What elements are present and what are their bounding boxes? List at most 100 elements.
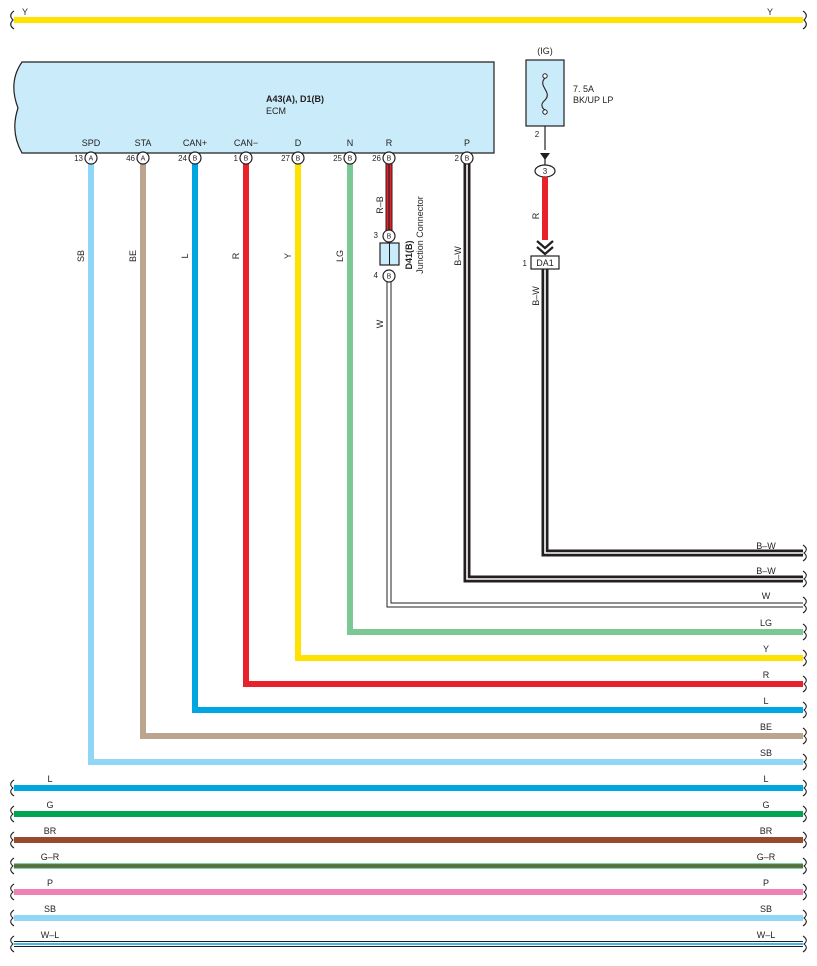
junction-circle-bottom <box>382 269 396 283</box>
pin-connector-letter-5: B <box>348 156 353 163</box>
da1-chevron-icon <box>536 240 554 256</box>
bus-label-g-left: G <box>46 800 53 810</box>
fuse-name: BK/UP LP <box>573 95 613 105</box>
top-bus-label-left: Y <box>22 7 28 17</box>
wire-b-w-da1-outline <box>541 269 803 557</box>
break-mark-icon-5 <box>802 675 807 693</box>
junction-name: D41(B) <box>404 240 414 269</box>
fuse-icon <box>541 77 548 111</box>
right-label-b-w-2: B–W <box>756 566 776 576</box>
wire-label-spd: SB <box>76 250 86 262</box>
pin-connector-4 <box>291 151 305 165</box>
break-mark-icon-3 <box>802 623 807 641</box>
bus-label-g-r-right: G–R <box>757 852 776 862</box>
pin-connector-3 <box>239 151 253 165</box>
right-label-w: W <box>762 591 771 601</box>
right-edge-breaks <box>802 544 807 771</box>
wire-y-d <box>295 158 803 661</box>
wire-b-w-p-core <box>464 158 803 582</box>
break-mark-icon-2 <box>802 596 807 614</box>
terminal-can-minus: CAN− <box>234 138 258 148</box>
terminal-can-plus: CAN+ <box>183 138 207 148</box>
bus-label-w-l-right: W–L <box>757 930 776 940</box>
bus-break-right-icon-4 <box>802 883 807 901</box>
da1-pin-number: 1 <box>523 259 528 268</box>
terminal-sta: STA <box>135 138 152 148</box>
bus-label-sb-right: SB <box>760 904 772 914</box>
pin-connector-letter-0: A <box>89 156 94 163</box>
fuse-component: (IG) 7. 5A BK/UP LP 2 3 <box>525 46 613 178</box>
wire-be-sta <box>140 158 803 739</box>
top-bus-label-right: Y <box>767 7 773 17</box>
wire-color-labels: SB BE L R Y LG R–B B–W W R B–W <box>76 196 541 328</box>
wire-r-can-minus-core <box>243 158 803 687</box>
junction-pin-top: 3 <box>374 231 379 240</box>
pin-connector-7 <box>460 151 474 165</box>
da1-name: DA1 <box>536 258 554 268</box>
fuse-terminal-bottom <box>542 109 548 115</box>
right-label-sb: SB <box>760 748 772 758</box>
bus-break-left-icon-6 <box>10 935 15 953</box>
junction-circle-top-letter: B <box>387 234 392 241</box>
fuse-output-pin: 3 <box>543 167 548 176</box>
pin-connector-2 <box>188 151 202 165</box>
pin-connector-letter-2: B <box>193 156 198 163</box>
bus-break-left-icon-0 <box>10 779 15 797</box>
right-label-l: L <box>763 696 768 706</box>
bus-break-left-icon-1 <box>10 805 15 823</box>
pin-number-4: 27 <box>281 154 290 163</box>
pin-number-3: 1 <box>234 154 239 163</box>
wire-b-w-da1 <box>541 269 803 557</box>
fuse-rating: 7. 5A <box>573 84 594 94</box>
pin-number-1: 46 <box>126 154 135 163</box>
bus-label-p-right: P <box>763 878 769 888</box>
pin-connector-6 <box>382 151 396 165</box>
bus-label-p-left: P <box>47 878 53 888</box>
ecm-subtitle: ECM <box>266 106 286 116</box>
terminal-n: N <box>347 138 354 148</box>
wire-r-can-minus <box>243 158 803 687</box>
wire-label-can-plus: L <box>180 253 190 258</box>
wire-y-d-core <box>295 158 803 661</box>
wire-sb-spd-core <box>88 158 803 765</box>
fuse-group-label: (IG) <box>537 46 553 56</box>
fuse-box <box>525 59 565 127</box>
pin-connector-letter-4: B <box>296 156 301 163</box>
wire-w-jc-core <box>387 276 803 607</box>
da1-box <box>530 255 560 270</box>
bus-label-sb-left: SB <box>44 904 56 914</box>
pin-number-6: 26 <box>372 154 381 163</box>
break-left-icon <box>10 10 15 30</box>
wire-label-jc-out: W <box>375 319 385 328</box>
bus-break-left-icon-5 <box>10 909 15 927</box>
fuse-output-arrow-icon <box>540 153 550 160</box>
pin-connector-1 <box>136 151 150 165</box>
pin-number-5: 25 <box>333 154 342 163</box>
ecm-component: A43(A), D1(B) ECM <box>13 61 495 154</box>
bus-break-left-icon-4 <box>10 883 15 901</box>
wire-b-w-p-stripe <box>466 158 803 580</box>
break-mark-icon-0 <box>802 544 807 562</box>
right-label-y: Y <box>763 644 769 654</box>
pin-number-7: 2 <box>455 154 460 163</box>
bottom-buses <box>10 779 807 953</box>
bus-break-left-icon-2 <box>10 831 15 849</box>
right-edge-labels: B–W B–W W LG Y R L BE SB <box>756 541 776 758</box>
terminal-spd: SPD <box>82 138 101 148</box>
pin-connector-letter-1: A <box>141 156 146 163</box>
fuse-terminal-top <box>542 73 548 79</box>
right-label-lg: LG <box>760 618 772 628</box>
bus-label-l-right: L <box>763 774 768 784</box>
break-mark-icon-4 <box>802 649 807 667</box>
wire-b-w-da1-core <box>542 269 803 556</box>
wire-label-p: B–W <box>453 246 463 266</box>
break-mark-icon-6 <box>802 701 807 719</box>
pin-connector-0 <box>84 151 98 165</box>
junction-connector: 3 4 D41(B) Junction Connector <box>374 196 425 280</box>
ecm-name: A43(A), D1(B) <box>266 94 324 104</box>
break-right-icon <box>802 10 807 30</box>
pin-connector-letter-6: B <box>387 156 392 163</box>
junction-circle-bottom-letter: B <box>387 274 392 281</box>
bus-label-w-l-left: W–L <box>41 930 60 940</box>
